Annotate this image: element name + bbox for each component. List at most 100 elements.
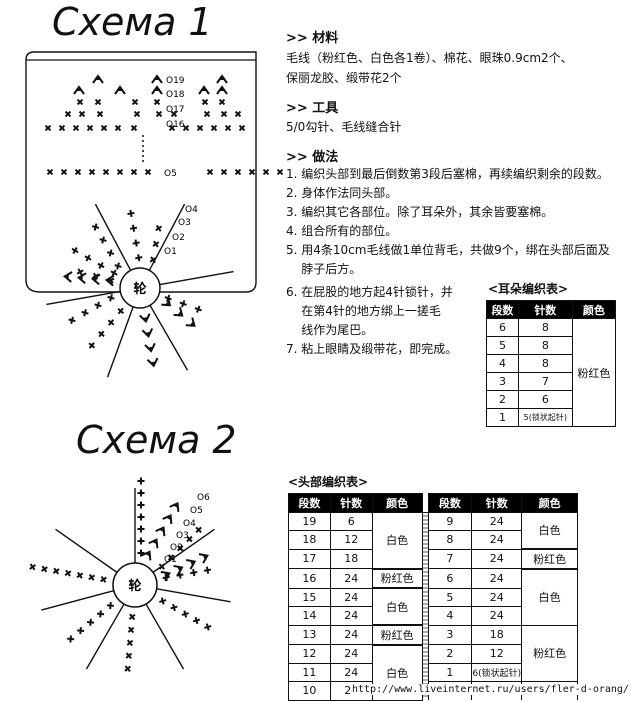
stitch-x-symbol — [131, 98, 139, 106]
head-cell: 9 — [427, 511, 473, 531]
stitch-x-symbol — [201, 98, 209, 106]
head-cell: 18 — [329, 548, 373, 569]
stitch-x-symbol — [129, 224, 138, 232]
wheel-spoke — [159, 270, 234, 286]
head-table-caption: <头部编织表> — [288, 475, 369, 489]
head-color-cell: 白色 — [521, 511, 578, 550]
ear-cell: 2 — [486, 390, 519, 409]
stitch-increase-symbol — [141, 328, 154, 338]
stitch-x-symbol — [58, 124, 66, 132]
head-cell: 24 — [329, 568, 373, 589]
schema1-outline — [25, 51, 257, 293]
head-header: 段数 — [288, 493, 331, 513]
stitch-x-symbol — [155, 110, 163, 118]
head-cell: 18 — [471, 624, 523, 645]
ear-table-caption: <耳朵编织表> — [488, 282, 569, 296]
stitch-x-symbol — [114, 124, 122, 132]
head-color-cell: 粉红色 — [521, 548, 578, 570]
stitch-x-symbol — [162, 573, 170, 582]
wheel-center-ring — [119, 267, 161, 309]
stitch-x-symbol — [203, 566, 212, 574]
stitch-x-symbol — [81, 309, 89, 317]
head-cell: 12 — [288, 644, 331, 664]
round-marker: O16 — [166, 120, 185, 130]
method-step: 7. 粘上眼睛及缎带花，即完成。 — [286, 342, 458, 356]
ear-header: 段数 — [486, 300, 519, 319]
stitch-x-symbol — [153, 98, 161, 106]
stitch-increase-symbol — [92, 74, 104, 84]
head-color-cell: 白色 — [371, 587, 423, 626]
stitch-x-symbol — [248, 168, 256, 176]
stitch-x-symbol — [149, 256, 157, 264]
wheel-center-label: 轮 — [133, 281, 146, 297]
stitch-x-symbol — [179, 300, 187, 308]
stitch-x-symbol — [94, 98, 102, 106]
stitch-x-symbol — [234, 168, 242, 176]
round-marker: O3 — [176, 531, 189, 541]
head-cell: 24 — [329, 624, 373, 645]
head-cell: 12 — [471, 644, 523, 664]
round-marker: O1 — [164, 247, 177, 257]
stitch-x-symbol — [86, 618, 95, 626]
method-steps: 1. 编织头部到最后倒数第3段后塞棉，再续编织剩余的段数。 2. 身体作法同头部… — [286, 165, 641, 359]
head-cell: 17 — [288, 548, 331, 569]
stitch-increase-symbol — [185, 317, 196, 327]
method-step: 6. 在屁股的地方起4针锁针，并 — [286, 285, 453, 299]
stitch-x-symbol — [124, 665, 132, 673]
stitch-x-symbol — [137, 501, 145, 509]
head-cell: 18 — [288, 530, 331, 550]
stitch-increase-symbol — [63, 271, 73, 283]
stitch-x-symbol — [107, 276, 115, 284]
stitch-x-symbol — [60, 168, 68, 176]
head-header: 针数 — [329, 493, 373, 513]
tools-text: 5/0勾针、毛线缝合针 — [286, 120, 402, 134]
stitch-increase-symbol — [173, 306, 184, 317]
stitch-x-symbol — [67, 635, 75, 643]
round-marker: O5 — [190, 506, 203, 516]
method-step: 2. 身体作法同头部。 — [286, 186, 398, 200]
stitch-x-symbol — [220, 168, 228, 176]
stitch-x-symbol — [106, 249, 115, 257]
stitch-x-symbol — [99, 236, 107, 244]
stitch-x-symbol — [127, 209, 135, 218]
stitch-x-symbol — [137, 513, 145, 521]
head-color-cell: 白色 — [521, 568, 578, 626]
stitch-x-symbol — [177, 545, 184, 552]
stitch-x-symbol — [144, 168, 152, 176]
stitch-increase-symbol — [162, 513, 173, 525]
stitch-x-symbol — [133, 110, 141, 118]
stitch-x-symbol — [167, 554, 175, 561]
schema1-mid-row: O5 — [46, 168, 284, 179]
stitch-x-symbol — [155, 224, 163, 232]
stitch-x-symbol — [158, 563, 166, 570]
stitch-increase-symbol — [161, 296, 172, 307]
stitch-x-symbol — [77, 627, 85, 635]
ear-cell: 7 — [517, 372, 573, 391]
stitch-x-symbol — [127, 626, 135, 634]
stitch-x-symbol — [71, 246, 79, 255]
ear-cell: 8 — [517, 318, 573, 337]
stitch-increase-symbol — [144, 342, 156, 353]
stitch-x-symbol — [218, 98, 226, 106]
stitch-x-symbol — [68, 316, 76, 324]
stitch-x-symbol — [132, 239, 140, 247]
schema1-title: Схема 1 — [52, 0, 213, 44]
stitch-x-symbol — [176, 571, 184, 579]
ear-cell: 3 — [486, 372, 519, 391]
stitch-increase-symbol — [216, 85, 228, 95]
head-cell: 11 — [288, 662, 331, 682]
stitch-x-symbol — [88, 342, 96, 349]
ear-cell: 8 — [517, 336, 573, 355]
stitch-x-symbol — [262, 168, 270, 176]
stitch-x-symbol — [192, 616, 201, 625]
stitch-x-symbol — [94, 301, 102, 309]
stitch-x-symbol — [91, 223, 100, 231]
